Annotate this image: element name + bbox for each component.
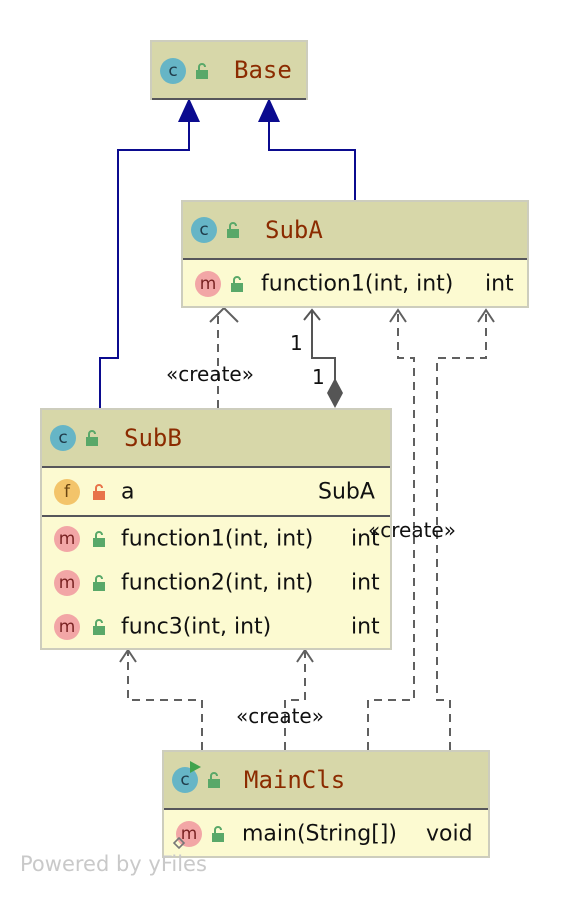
public-lock-icon: [93, 619, 105, 635]
public-lock-icon: [86, 430, 98, 446]
multiplicity-label-top: 1: [290, 331, 303, 355]
composition-diamond: [327, 378, 343, 408]
method-row[interactable]: m function2(int, int) int: [42, 561, 390, 605]
class-suba[interactable]: c SubA m function1(int, int) int: [181, 200, 529, 308]
runnable-class-icon: [190, 761, 201, 773]
dependency-arrowhead-maincls-suba-1: [389, 308, 407, 323]
public-lock-icon: [231, 276, 243, 292]
method-badge-icon: m: [54, 526, 80, 552]
method-signature: func3(int, int): [121, 614, 272, 640]
class-maincls[interactable]: c MainCls m main(String[]) void: [162, 750, 490, 858]
class-badge-icon: c: [50, 425, 76, 451]
public-lock-icon: [196, 63, 208, 79]
method-return-type: int: [351, 614, 380, 640]
inheritance-edge-suba-base: [268, 120, 356, 200]
edge-label-create-subb-suba: «create»: [166, 362, 254, 386]
class-name: SubB: [124, 424, 182, 452]
static-marker-icon: [173, 837, 185, 849]
method-row[interactable]: m main(String[]) void: [164, 812, 488, 856]
class-name: SubA: [265, 216, 323, 244]
field-row[interactable]: f a SubA: [42, 470, 390, 514]
dependency-edge-maincls-subb-1: [127, 652, 203, 750]
method-signature: main(String[]): [242, 821, 397, 847]
class-base-header: c Base: [152, 42, 306, 100]
method-return-type: int: [351, 570, 380, 596]
class-badge-icon: c: [191, 217, 217, 243]
class-base[interactable]: c Base: [150, 40, 308, 100]
method-row[interactable]: m function1(int, int) int: [42, 517, 390, 561]
public-lock-icon: [212, 826, 224, 842]
field-badge-icon: f: [54, 479, 80, 505]
method-badge-icon: m: [54, 614, 80, 640]
edge-label-create-maincls-subb: «create»: [236, 704, 324, 728]
dependency-arrowhead-maincls-suba-2: [477, 308, 495, 323]
method-row[interactable]: m func3(int, int) int: [42, 605, 390, 649]
public-lock-icon: [208, 772, 220, 788]
method-badge-icon: m: [176, 821, 202, 847]
field-type: SubA: [318, 479, 375, 505]
dependency-edge-maincls-suba-1: [367, 312, 415, 750]
method-badge-icon: m: [195, 271, 221, 297]
inheritance-edge-subb-base: [99, 120, 190, 408]
multiplicity-label-bottom: 1: [312, 365, 325, 389]
edge-label-create-maincls-suba: «create»: [368, 518, 456, 542]
member-separator: [42, 515, 390, 517]
composition-edge-subb-suba: [311, 310, 336, 380]
dependency-arrowhead-subb-suba: [209, 306, 239, 323]
class-maincls-header: c MainCls: [164, 752, 488, 810]
class-subb-header: c SubB: [42, 410, 390, 468]
class-suba-header: c SubA: [183, 202, 527, 260]
inheritance-arrowhead-suba-base: [258, 98, 280, 122]
dependency-edge-maincls-subb-2: [284, 652, 306, 750]
method-return-type: int: [485, 271, 514, 297]
method-return-type: int: [351, 526, 380, 552]
composition-arrowhead: [303, 308, 321, 321]
field-name: a: [121, 479, 135, 505]
dependency-arrowhead-maincls-subb-1: [119, 648, 137, 663]
private-lock-icon: [93, 484, 105, 500]
method-badge-icon: m: [54, 570, 80, 596]
method-return-type: void: [426, 821, 473, 847]
public-lock-icon: [93, 531, 105, 547]
class-badge-icon: c: [172, 767, 198, 793]
class-name: Base: [234, 56, 292, 84]
method-signature: function1(int, int): [121, 526, 314, 552]
public-lock-icon: [93, 575, 105, 591]
class-name: MainCls: [244, 766, 346, 794]
public-lock-icon: [227, 222, 239, 238]
method-row[interactable]: m function1(int, int) int: [183, 262, 527, 306]
class-subb[interactable]: c SubB f a SubA m function1(int, int) in…: [40, 408, 392, 650]
inheritance-arrowhead-subb-base: [178, 98, 200, 122]
dependency-arrowhead-maincls-subb-2: [296, 648, 314, 663]
method-signature: function2(int, int): [121, 570, 314, 596]
watermark: Powered by yFiles: [20, 852, 207, 876]
class-badge-icon: c: [160, 58, 186, 84]
method-signature: function1(int, int): [261, 271, 454, 297]
